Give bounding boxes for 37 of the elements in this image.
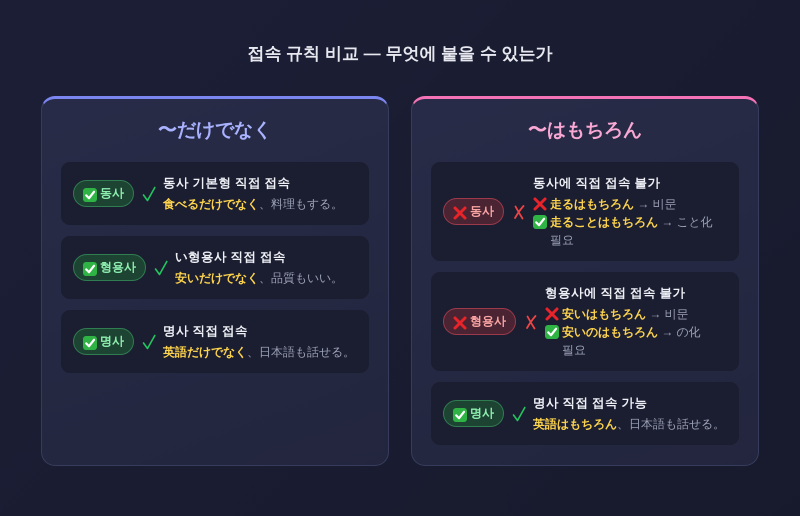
example-sentence: 食べるだけでなく、料理もする。	[163, 196, 343, 213]
rule-card	[431, 162, 739, 261]
category-badge	[443, 308, 516, 335]
example-sentence: 安いはもちろん → 비문	[562, 306, 689, 323]
category-badge	[73, 180, 134, 207]
category-badge	[443, 400, 504, 427]
rule-card	[61, 310, 369, 373]
rule-heading: 동사 기본형 직접 접속	[163, 175, 292, 192]
category-label: 형용사	[100, 259, 136, 276]
category-label: 명사	[100, 333, 124, 350]
example-sentence: 走ることはもちろん → こと化 필요	[550, 214, 714, 249]
category-badge	[73, 254, 146, 281]
example-sentence: 安いだけでなく、品質もいい。	[175, 270, 343, 287]
rule-heading: 명사 직접 접속	[163, 323, 249, 340]
example-sentence: 英語はもちろん、日本語も話せる。	[533, 416, 725, 433]
category-label: 동사	[470, 203, 494, 220]
rule-card	[431, 272, 739, 371]
example-sentence: 英語だけでなく、日本語も話せる。	[163, 344, 355, 361]
rule-card	[431, 382, 739, 445]
example-sentence: 走るはもちろん → 비문	[550, 196, 677, 213]
category-badge	[443, 198, 504, 225]
rule-card	[61, 162, 369, 225]
rule-card	[61, 236, 369, 299]
comparison-panel	[41, 96, 389, 466]
rule-heading: 명사 직접 접속 가능	[533, 395, 648, 412]
panel-heading: 〜はもちろん	[528, 119, 642, 143]
category-badge	[73, 328, 134, 355]
category-label: 명사	[470, 405, 494, 422]
page-title: 접속 규칙 비교 — 무엇에 붙을 수 있는가	[247, 43, 553, 65]
example-sentence: 安いのはもちろん → の化 필요	[562, 324, 702, 359]
rule-heading: い형용사 직접 접속	[175, 249, 287, 266]
panel-heading: 〜だけでなく	[158, 119, 272, 143]
category-label: 동사	[100, 185, 124, 202]
rule-heading: 동사에 직접 접속 불가	[533, 175, 662, 192]
comparison-panel	[411, 96, 759, 466]
category-label: 형용사	[470, 313, 506, 330]
rule-heading: 형용사에 직접 접속 불가	[545, 285, 686, 302]
